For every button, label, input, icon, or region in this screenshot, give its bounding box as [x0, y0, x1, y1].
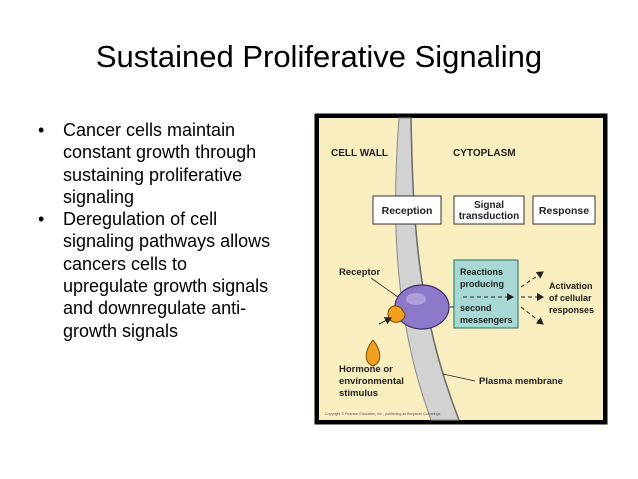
bullet-line: Deregulation of cell	[63, 209, 218, 230]
response-box	[532, 195, 596, 225]
reactions-label-1: Reactions	[460, 267, 503, 277]
activation-label-3: responses	[549, 305, 594, 315]
bullet-icon: •	[38, 120, 45, 140]
bullet-line: growth signals	[63, 320, 179, 341]
binding-arrow	[378, 317, 392, 325]
reception-box	[372, 195, 442, 225]
bullet-icon: •	[38, 209, 45, 230]
signal-transduction-label-2: transduction	[459, 211, 520, 222]
copyright-text: Copyright © Pearson Education, Inc., pub…	[325, 412, 441, 416]
bullet-list: • Cancer cells maintain constant growth …	[38, 119, 313, 342]
bullet-line: sustaining proliferative	[63, 164, 243, 185]
response-arrow-1	[520, 271, 544, 288]
reactions-label-2: producing	[460, 279, 504, 289]
hormone-molecule	[365, 339, 381, 367]
activation-label-2: of cellular	[549, 293, 592, 303]
receptor-protein	[394, 284, 450, 330]
signal-transduction-box	[453, 195, 525, 225]
hormone-label-2: environmental	[339, 376, 404, 387]
reactions-label-3: second	[460, 303, 492, 313]
reactions-label-4: messengers	[460, 315, 513, 325]
bullet-line: cancers cells to	[63, 253, 188, 274]
receptor-highlight	[406, 293, 426, 305]
bullet-line: upregulate growth signals	[63, 276, 269, 297]
cell-signaling-diagram: CELL WALL CYTOPLASM Reception Signal tra…	[313, 112, 609, 426]
reception-label: Reception	[382, 205, 433, 217]
plasma-membrane-label: Plasma membrane	[479, 376, 563, 387]
cell-wall-label: CELL WALL	[331, 148, 388, 159]
bullet-line: Cancer cells maintain	[63, 120, 236, 140]
plasma-membrane-line	[410, 117, 460, 421]
bullet-line: constant growth through	[63, 142, 257, 163]
bullet-line: signaling	[63, 186, 135, 207]
receptor-label: Receptor	[339, 267, 380, 278]
response-arrow-3	[520, 306, 544, 325]
hormone-label-3: stimulus	[339, 388, 378, 399]
cytoplasm-label: CYTOPLASM	[453, 148, 516, 159]
signal-transduction-label-1: Signal	[474, 200, 504, 211]
response-label: Response	[539, 205, 589, 217]
bullet-item: • Deregulation of cell signaling pathway…	[38, 208, 313, 342]
slide-title: Sustained Proliferative Signaling	[95, 39, 543, 74]
bullet-line: and downregulate anti-	[63, 298, 247, 319]
hormone-label-1: Hormone or	[339, 364, 393, 375]
bullet-line: signaling pathways allows	[63, 231, 271, 252]
activation-label-1: Activation	[549, 281, 593, 291]
plasma-membrane-pointer	[442, 373, 476, 382]
bullet-item: • Cancer cells maintain constant growth …	[38, 119, 313, 208]
